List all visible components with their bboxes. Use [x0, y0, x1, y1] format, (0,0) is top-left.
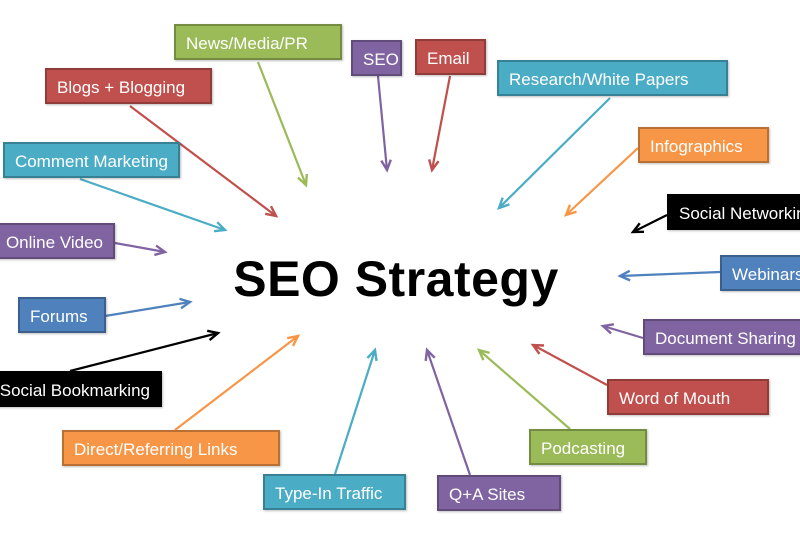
arrowhead-icon	[264, 205, 279, 218]
arrowhead-icon	[380, 159, 392, 173]
node-seo: SEO	[351, 40, 402, 76]
node-social-bookmarking: Social Bookmarking	[0, 371, 162, 407]
arrowhead-icon	[617, 269, 631, 282]
arrow-blogs-blogging	[129, 105, 279, 218]
arrowhead-icon	[154, 244, 168, 257]
arrowhead-icon	[428, 159, 440, 173]
arrow-type-in-traffic	[333, 347, 378, 475]
arrowhead-icon	[476, 348, 490, 361]
arrow-comment-marketing	[79, 177, 228, 233]
arrowhead-icon	[563, 204, 577, 217]
arrowhead-icon	[213, 221, 228, 233]
arrowhead-icon	[424, 347, 436, 362]
node-forums: Forums	[18, 297, 106, 333]
arrowhead-icon	[530, 343, 545, 355]
arrow-social-networking	[630, 214, 668, 234]
arrow-forums	[104, 297, 193, 318]
arrow-direct-referring-links	[174, 334, 301, 431]
arrow-word-of-mouth	[530, 343, 608, 386]
arrowhead-icon	[286, 334, 301, 347]
arrow-document-sharing	[600, 323, 644, 340]
arrow-infographics	[563, 147, 639, 217]
node-q-a-sites: Q+A Sites	[437, 475, 561, 511]
node-email: Email	[415, 39, 486, 75]
arrowhead-icon	[206, 329, 221, 342]
arrow-news-media-pr	[256, 61, 309, 188]
node-blogs-blogging: Blogs + Blogging	[45, 68, 212, 104]
node-type-in-traffic: Type-In Traffic	[263, 474, 406, 510]
arrowhead-icon	[366, 347, 378, 362]
node-webinars: Webinars	[720, 255, 800, 291]
node-direct-referring-links: Direct/Referring Links	[62, 430, 280, 466]
node-news-media-pr: News/Media/PR	[174, 24, 342, 60]
arrow-seo	[376, 75, 392, 173]
node-word-of-mouth: Word of Mouth	[607, 379, 769, 415]
node-research-white-papers: Research/White Papers	[497, 60, 728, 96]
node-podcasting: Podcasting	[529, 429, 647, 465]
arrowhead-icon	[297, 173, 309, 188]
node-infographics: Infographics	[638, 127, 769, 163]
node-document-sharing: Document Sharing	[643, 319, 800, 355]
node-social-networking: Social Networking	[667, 194, 800, 230]
arrowhead-icon	[630, 222, 645, 234]
arrow-webinars	[617, 269, 721, 282]
arrow-online-video	[114, 241, 168, 257]
arrowhead-icon	[600, 323, 615, 335]
node-comment-marketing: Comment Marketing	[2, 142, 180, 178]
node-online-video: Online Video	[0, 223, 115, 259]
arrowhead-icon	[179, 297, 193, 310]
arrow-podcasting	[476, 348, 571, 430]
arrowhead-icon	[497, 197, 510, 210]
arrow-q-a-sites	[424, 347, 472, 476]
diagram-title: SEO Strategy	[233, 251, 559, 307]
arrow-social-bookmarking	[69, 329, 221, 373]
arrow-email	[428, 75, 452, 173]
arrow-research-white-papers	[497, 97, 611, 210]
